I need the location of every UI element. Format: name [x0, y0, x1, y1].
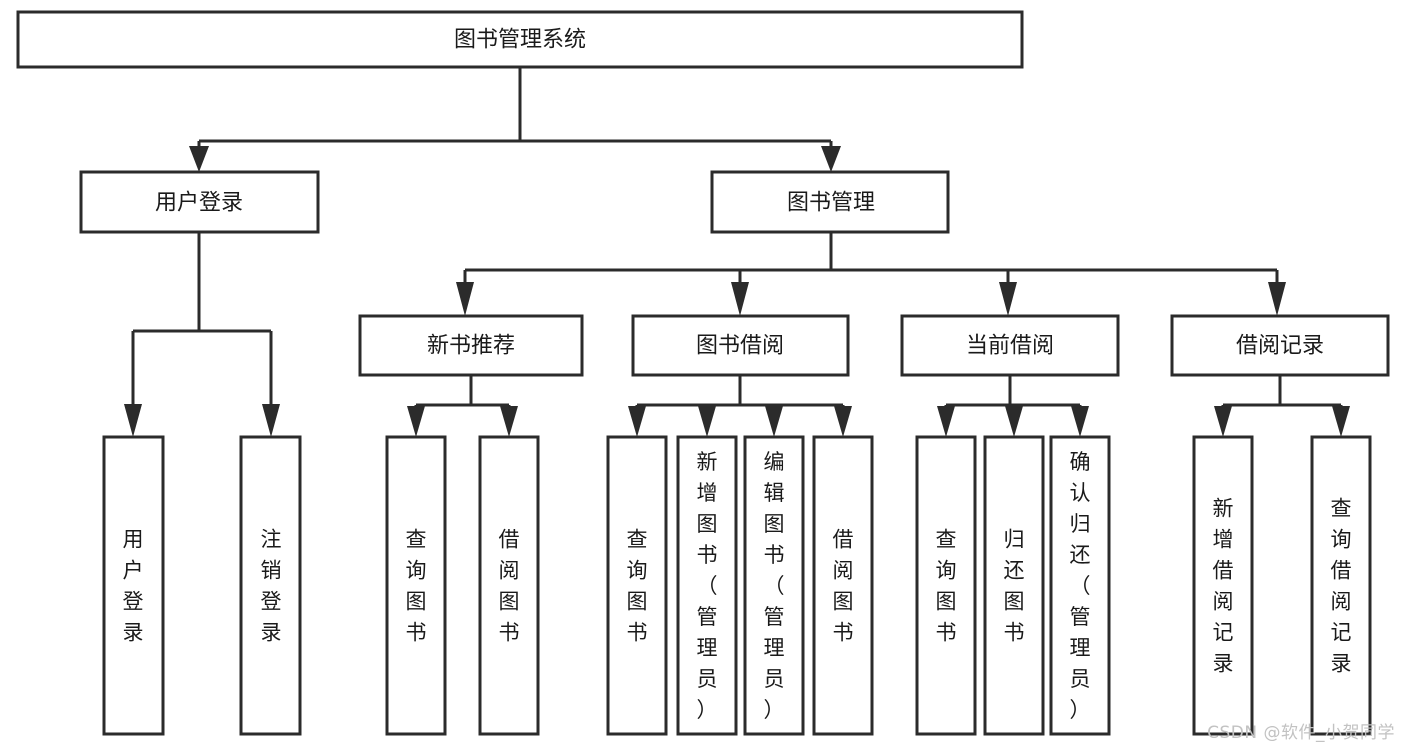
- node-root-system[interactable]: 图书管理系统: [16, 10, 1024, 69]
- node-new-book-recommendation[interactable]: 新书推荐: [358, 314, 584, 377]
- arrow-head-leaf-2: [262, 404, 280, 437]
- node-current-borrow-box[interactable]: [900, 314, 1120, 377]
- node-book-borrow-box[interactable]: [631, 314, 850, 377]
- node-borrow-record-box[interactable]: [1170, 314, 1390, 377]
- node-user-login-label: 用户登录: [155, 191, 243, 216]
- arrow-head-leaf-10: [1005, 406, 1023, 437]
- leaf-node-11-box[interactable]: [1049, 435, 1111, 736]
- leaf-node-8[interactable]: 借阅图书: [812, 435, 874, 736]
- leaf-node-8-box[interactable]: [812, 435, 874, 736]
- leaf-node-4-label: 借阅图书: [499, 528, 520, 645]
- node-new-book-recommendation-label: 新书推荐: [427, 334, 515, 359]
- node-new-book-recommendation-box[interactable]: [358, 314, 584, 377]
- leaf-node-3-label: 查询图书: [406, 528, 427, 645]
- arrow-head-book-mgmt: [821, 146, 841, 172]
- leaf-node-13[interactable]: 查询借阅记录: [1310, 435, 1372, 736]
- node-current-borrow[interactable]: 当前借阅: [900, 314, 1120, 377]
- leaf-node-9[interactable]: 查询图书: [915, 435, 977, 736]
- arrow-head-leaf-9: [937, 406, 955, 437]
- arrow-head-leaf-3: [407, 406, 425, 437]
- arrow-head-current-borrow: [999, 282, 1017, 316]
- node-user-login[interactable]: 用户登录: [79, 170, 320, 234]
- node-root-system-label: 图书管理系统: [454, 28, 586, 53]
- arrow-head-leaf-4: [500, 406, 518, 437]
- node-book-management-label: 图书管理: [787, 191, 875, 216]
- leaf-node-10-label: 归还图书: [1004, 528, 1025, 645]
- leaf-node-10[interactable]: 归还图书: [983, 435, 1045, 736]
- leaf-node-7[interactable]: 编辑图书（管理员）: [743, 435, 805, 736]
- arrow-head-new-book-rec: [456, 282, 474, 316]
- leaf-node-1-label: 用户登录: [123, 528, 144, 645]
- node-book-management[interactable]: 图书管理: [710, 170, 950, 234]
- leaf-node-8-label: 借阅图书: [833, 528, 854, 645]
- leaf-node-3[interactable]: 查询图书: [385, 435, 447, 736]
- leaf-node-3-box[interactable]: [385, 435, 447, 736]
- leaf-node-5-label: 查询图书: [627, 528, 648, 645]
- node-borrow-record-label: 借阅记录: [1236, 334, 1324, 359]
- arrow-head-leaf-7: [765, 406, 783, 437]
- leaf-node-6[interactable]: 新增图书（管理员）: [676, 435, 738, 736]
- arrow-head-book-borrow: [731, 282, 749, 316]
- connector-group: [124, 67, 1350, 437]
- leaf-node-12-label: 新增借阅记录: [1213, 497, 1234, 676]
- leaf-node-7-label: 编辑图书（管理员）: [764, 450, 785, 722]
- arrow-head-leaf-6: [698, 406, 716, 437]
- leaf-node-5-box[interactable]: [606, 435, 668, 736]
- arrow-head-leaf-8: [834, 406, 852, 437]
- node-user-login-box[interactable]: [79, 170, 320, 234]
- node-book-borrow[interactable]: 图书借阅: [631, 314, 850, 377]
- arrow-head-leaf-12: [1214, 406, 1232, 437]
- arrow-head-leaf-5: [628, 406, 646, 437]
- arrow-head-user-login: [189, 146, 209, 172]
- leaf-node-6-label: 新增图书（管理员）: [697, 450, 718, 722]
- leaf-node-13-label: 查询借阅记录: [1331, 497, 1352, 676]
- leaf-node-1[interactable]: 用户登录: [102, 435, 165, 736]
- node-book-borrow-label: 图书借阅: [696, 334, 784, 359]
- leaf-node-10-box[interactable]: [983, 435, 1045, 736]
- leaf-node-9-box[interactable]: [915, 435, 977, 736]
- leaf-node-2[interactable]: 注销登录: [239, 435, 302, 736]
- leaf-node-2-box[interactable]: [239, 435, 302, 736]
- arrow-head-borrow-record: [1268, 282, 1286, 316]
- leaf-node-11[interactable]: 确认归还（管理员）: [1049, 435, 1111, 736]
- leaf-node-1-box[interactable]: [102, 435, 165, 736]
- leaf-node-7-box[interactable]: [743, 435, 805, 736]
- arrow-head-leaf-11: [1071, 406, 1089, 437]
- leaf-node-4[interactable]: 借阅图书: [478, 435, 540, 736]
- leaf-node-4-box[interactable]: [478, 435, 540, 736]
- leaf-node-11-label: 确认归还（管理员）: [1070, 450, 1091, 722]
- leaf-node-12[interactable]: 新增借阅记录: [1192, 435, 1254, 736]
- node-borrow-record[interactable]: 借阅记录: [1170, 314, 1390, 377]
- leaf-node-12-box[interactable]: [1192, 435, 1254, 736]
- arrow-head-leaf-1: [124, 404, 142, 437]
- leaf-node-2-label: 注销登录: [261, 528, 282, 645]
- node-root-system-box[interactable]: [16, 10, 1024, 69]
- leaf-node-13-box[interactable]: [1310, 435, 1372, 736]
- arrow-head-leaf-13: [1332, 406, 1350, 437]
- node-book-management-box[interactable]: [710, 170, 950, 234]
- leaf-node-6-box[interactable]: [676, 435, 738, 736]
- leaf-node-5[interactable]: 查询图书: [606, 435, 668, 736]
- leaf-node-group: 用户登录 注销登录 查询图书 借阅图书 查询图书 新增图书（管理员） 编辑图书（…: [102, 435, 1372, 736]
- leaf-node-9-label: 查询图书: [936, 528, 957, 645]
- node-current-borrow-label: 当前借阅: [966, 334, 1054, 359]
- csdn-watermark: CSDN @软件_小贺同学: [1207, 723, 1395, 743]
